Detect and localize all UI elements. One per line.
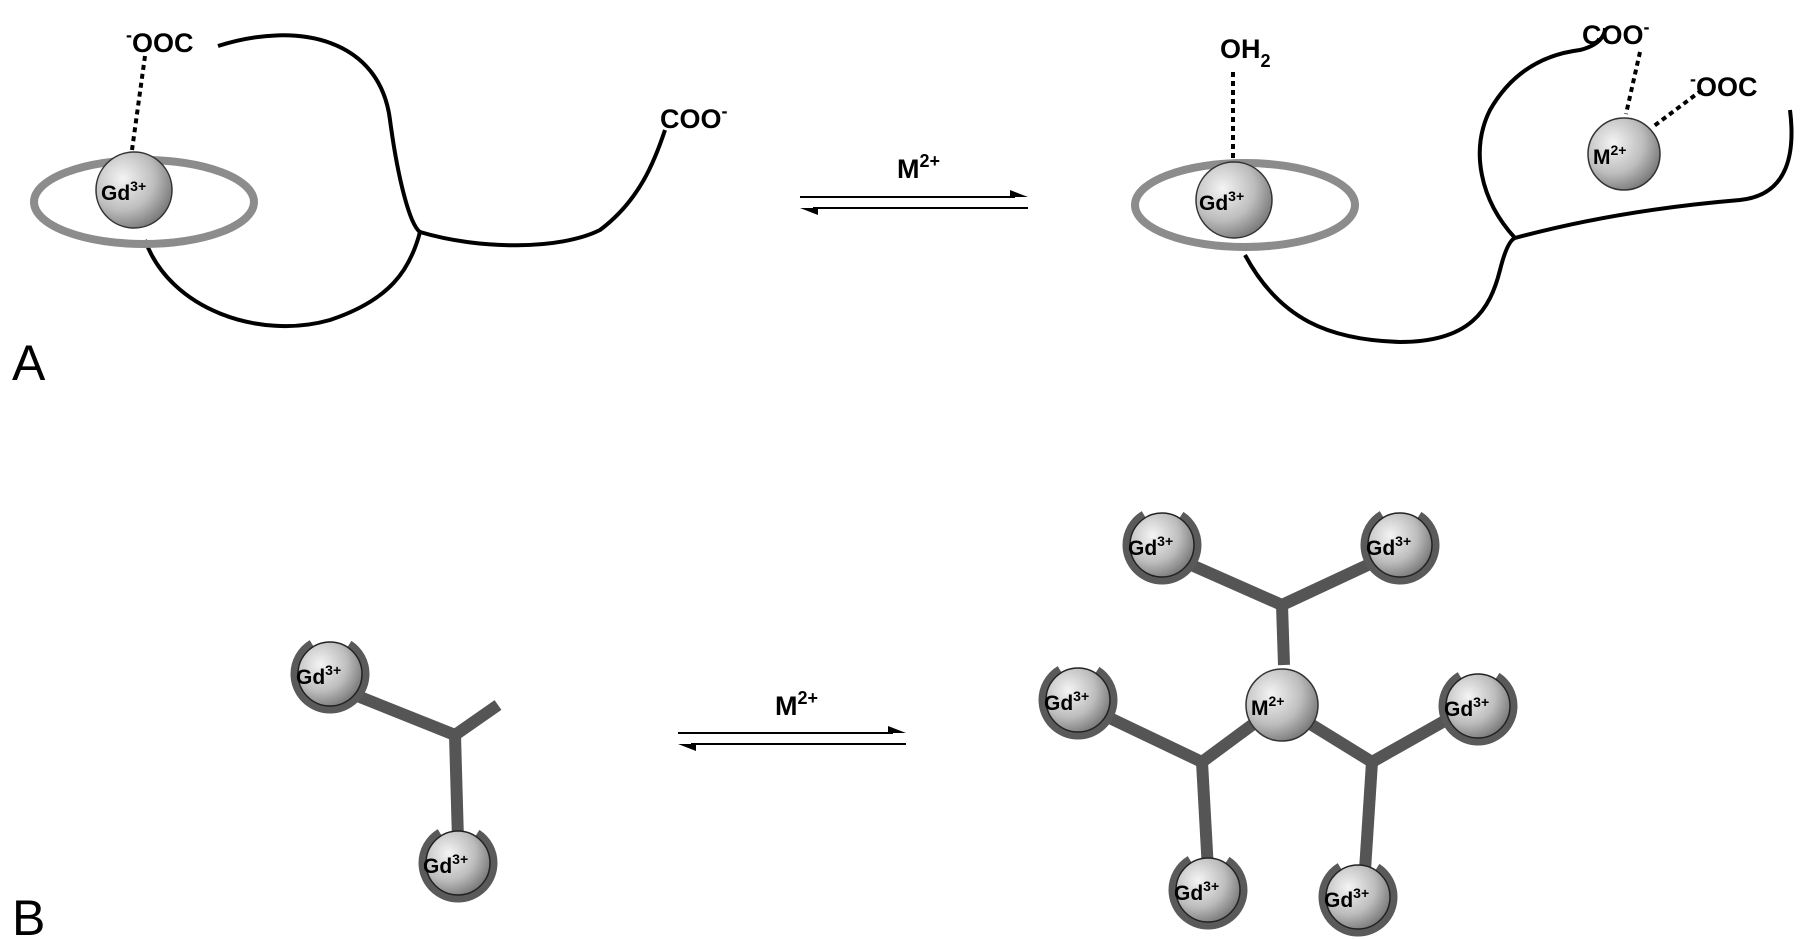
gd-label-assembly-mid-left: Gd3+ (1044, 688, 1089, 715)
chain-right-arm (1514, 109, 1794, 240)
panel-b-monomer: Gd3+ Gd3+ (294, 638, 502, 899)
water-ligand-label: OH2 (1220, 34, 1271, 71)
gd-label-assembly-mid-right: Gd3+ (1444, 694, 1489, 721)
equilibrium-arrows-b: M2+ (678, 688, 906, 751)
gd-label-assembly-bottom-left: Gd3+ (1174, 878, 1219, 905)
m-ion-label-center: M2+ (1251, 693, 1284, 720)
gd-label-assembly-bottom-right: Gd3+ (1324, 885, 1369, 912)
gd-ion-label-open: Gd3+ (1199, 188, 1244, 215)
chain-loop-lower (143, 231, 422, 329)
m-ion-label: M2+ (1593, 142, 1626, 169)
gd-ion-sphere (95, 151, 173, 229)
coordination-bond (130, 55, 147, 151)
gd-label-assembly-top-right: Gd3+ (1366, 533, 1411, 560)
gd-ion-label: Gd3+ (101, 178, 146, 205)
m-ion-sphere (1587, 117, 1661, 191)
m-ion-sphere-center (1245, 668, 1319, 742)
equilibrium-arrows-a: M2+ (800, 151, 1028, 215)
panel-label-b: B (12, 890, 45, 939)
carboxylate-coo-label-right: COO- (1582, 17, 1650, 50)
m-coordination-bond-1 (1624, 51, 1642, 115)
arrow-a-label: M2+ (897, 151, 940, 184)
m-coordination-bond-2 (1652, 88, 1704, 128)
chain-loop-upper (217, 33, 422, 234)
chain-arm-right (419, 129, 667, 248)
gd-ion-sphere-open (1195, 161, 1273, 239)
panel-a-right-complex: Gd3+ OH2 M2+ COO- -OOC (1131, 17, 1794, 345)
carboxylate-coo-label: COO- (660, 101, 728, 134)
gd-label-monomer-1: Gd3+ (296, 662, 341, 689)
chain-lower-loop (1243, 236, 1517, 345)
carboxylate-ooc-label-right: -OOC (1690, 69, 1758, 102)
panel-b-assembly: Gd3+ Gd3+ Gd3+ Gd3+ Gd3+ Gd3+ M2+ (1042, 509, 1514, 933)
chain-left-arm (1477, 27, 1607, 240)
carboxylate-ooc-label: -OOC (126, 25, 194, 58)
gd-label-monomer-2: Gd3+ (423, 851, 468, 878)
gd-label-assembly-top-left: Gd3+ (1128, 533, 1173, 560)
panel-a-left-complex: Gd3+ -OOC COO- (30, 25, 728, 329)
panel-label-a: A (12, 335, 46, 391)
arrow-b-label: M2+ (775, 688, 818, 721)
